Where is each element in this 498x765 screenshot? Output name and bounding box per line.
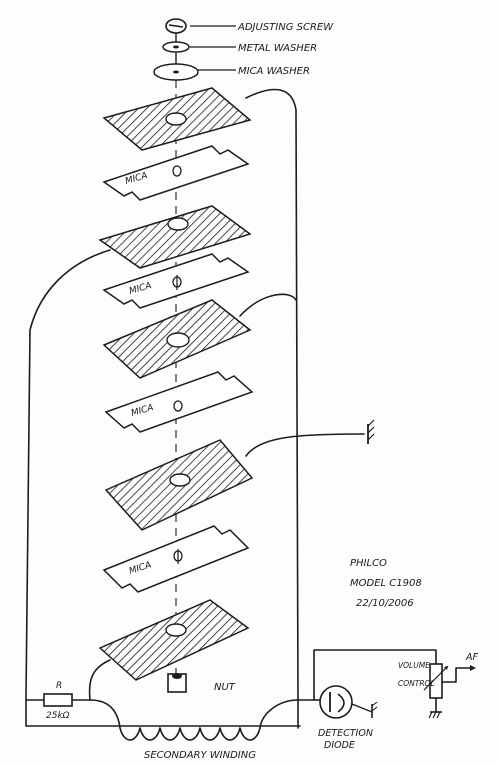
mica-sheet-3: [104, 371, 254, 433]
label-resistor-value: 25kΩ: [46, 711, 70, 721]
mica-sheet-2: [102, 253, 250, 309]
label-detection-diode-line1: DETECTION: [318, 728, 373, 739]
metal-plate-2: [98, 205, 252, 269]
ground-symbol-volume: [428, 711, 442, 719]
ground-symbol-diode: [371, 701, 378, 718]
label-adjusting-screw: ADJUSTING SCREW: [237, 22, 334, 33]
metal-plate-3: [102, 299, 252, 379]
adjusting-screw: [165, 18, 187, 42]
detection-diode: [298, 685, 373, 719]
left-bus-wire: [25, 249, 301, 727]
note-model: MODEL C1908: [350, 578, 422, 589]
secondary-winding: [89, 699, 299, 741]
note-maker: PHILCO: [350, 558, 387, 569]
plate4-to-ground: [245, 433, 365, 457]
label-secondary-winding: SECONDARY WINDING: [144, 750, 256, 761]
label-nut: NUT: [214, 682, 236, 693]
plate3-to-right-bus: [239, 293, 297, 317]
label-detection-diode-line2: DIODE: [324, 740, 355, 751]
label-mica-washer: MICA WASHER: [238, 66, 310, 77]
right-bus-wire: [245, 88, 299, 729]
label-resistor-name: R: [56, 681, 62, 691]
label-metal-washer: METAL WASHER: [238, 43, 317, 54]
plate5-to-resistor: [88, 659, 111, 701]
metal-plate-4: [104, 439, 254, 531]
metal-washer: [162, 41, 190, 64]
metal-plate-5: [98, 599, 250, 681]
note-date: 22/10/2006: [356, 598, 414, 609]
diode-to-volume-wire: [313, 649, 437, 701]
resistor-r: [43, 693, 90, 707]
label-af-output: AF: [465, 652, 478, 663]
label-volume-control-line2: CONTROL: [398, 679, 435, 688]
mica-sheet-1: [102, 145, 250, 201]
metal-plate-1: [102, 87, 252, 151]
volume-control-potentiometer: [423, 663, 476, 712]
mica-sheet-4: [102, 525, 250, 593]
label-volume-control-line1: VOLUME: [398, 661, 430, 670]
ground-symbol-right: [367, 419, 375, 444]
nut: [167, 673, 187, 693]
mica-washer: [153, 63, 199, 81]
